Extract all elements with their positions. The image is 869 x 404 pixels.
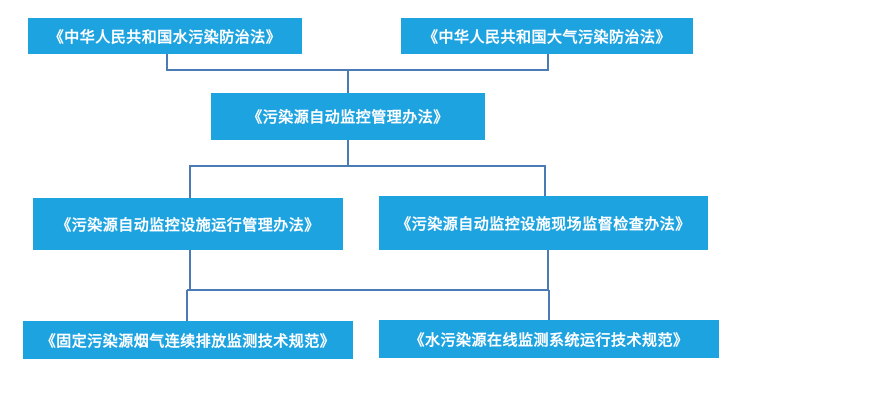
node-onsite-supervision: 《污染源自动监控设施现场监督检查办法》 — [379, 196, 708, 250]
node-label: 《水污染源在线监测系统运行技术规范》 — [409, 330, 689, 349]
node-label: 《固定污染源烟气连续排放监测技术规范》 — [40, 331, 336, 350]
node-label: 《污染源自动监控设施现场监督检查办法》 — [396, 214, 691, 233]
node-label: 《中华人民共和国水污染防治法》 — [48, 27, 282, 46]
node-air-pollution-law: 《中华人民共和国大气污染防治法》 — [401, 18, 693, 54]
node-label: 《污染源自动监控设施运行管理办法》 — [56, 215, 320, 234]
node-water-online-monitoring-spec: 《水污染源在线监测系统运行技术规范》 — [379, 320, 719, 358]
node-water-pollution-law: 《中华人民共和国水污染防治法》 — [28, 18, 302, 54]
connector-air-law — [348, 54, 549, 71]
node-auto-monitor-management: 《污染源自动监控管理办法》 — [211, 93, 485, 140]
node-facility-operation-management: 《污染源自动监控设施运行管理办法》 — [33, 198, 343, 250]
node-label: 《污染源自动监控管理办法》 — [247, 108, 449, 126]
node-label: 《中华人民共和国大气污染防治法》 — [422, 27, 671, 46]
connector-to-facility-operation — [189, 165, 546, 198]
connector-water-law — [166, 54, 348, 71]
node-flue-gas-monitoring-spec: 《固定污染源烟气连续排放监测技术规范》 — [23, 321, 353, 359]
